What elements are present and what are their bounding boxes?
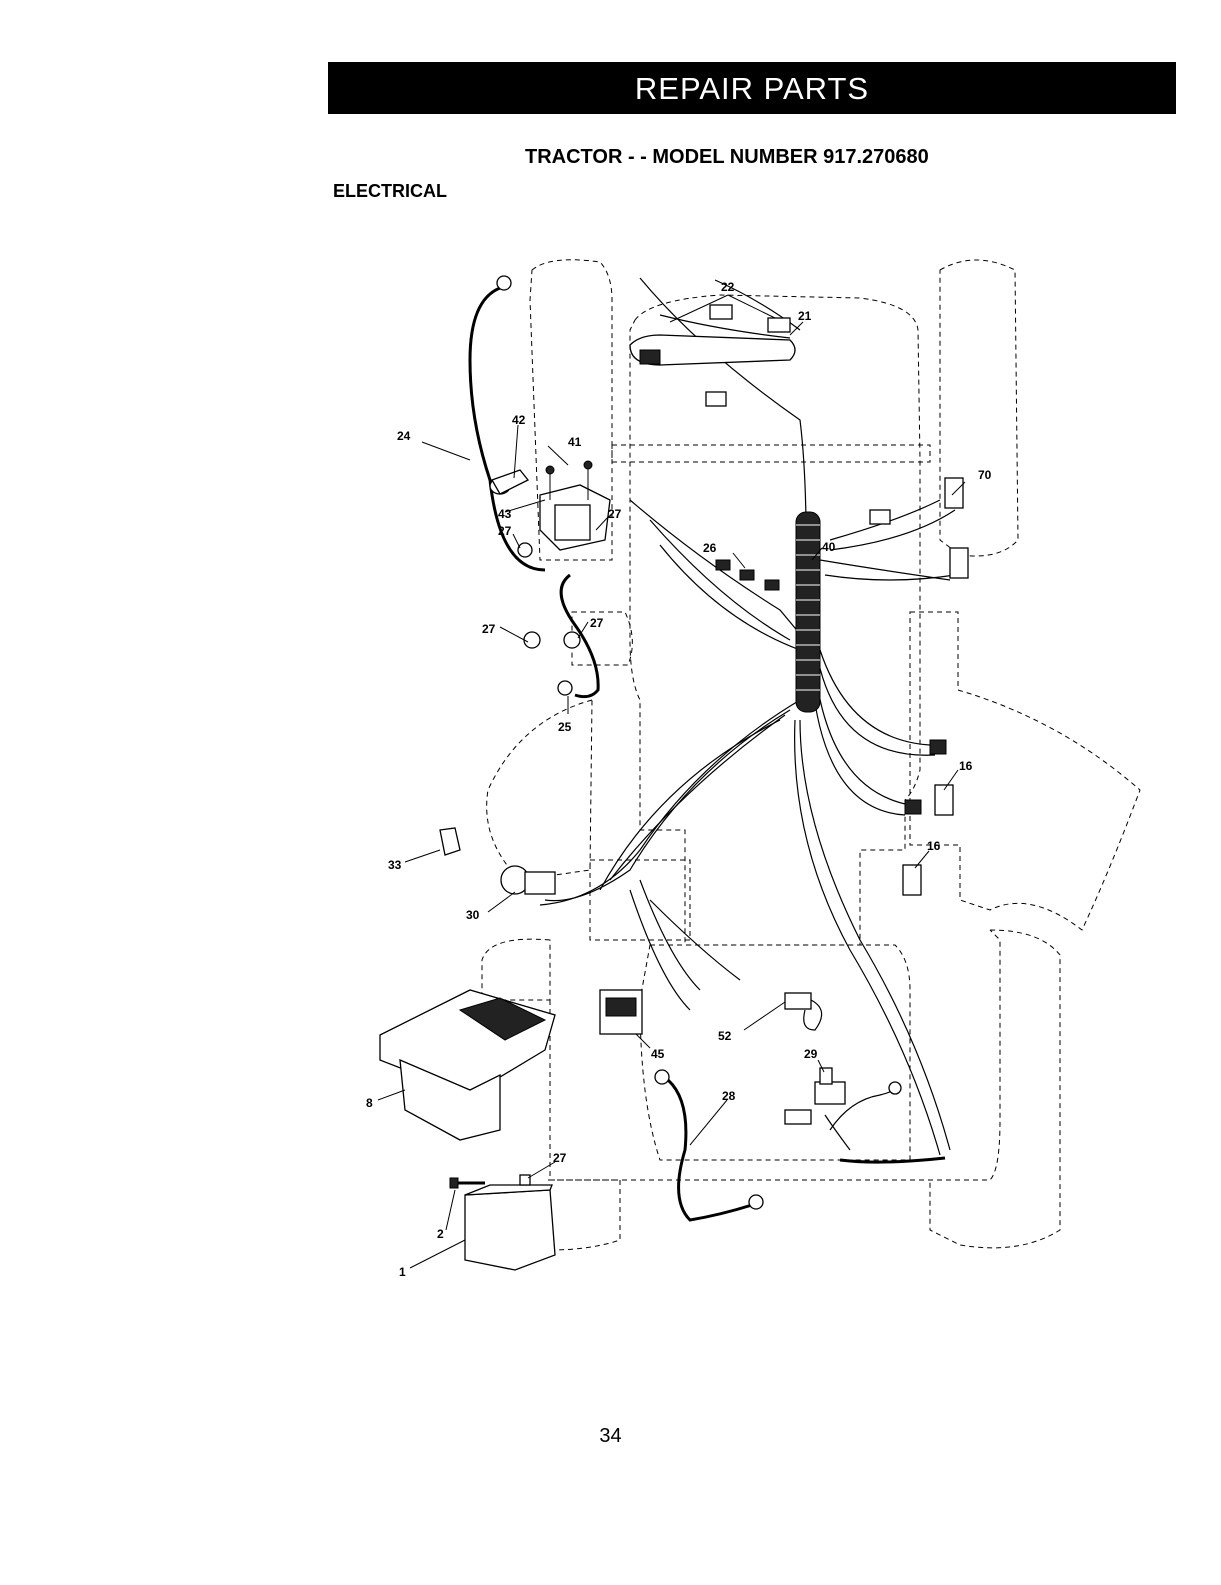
callout-27-b: 27 — [608, 507, 622, 521]
callout-2: 2 — [437, 1227, 444, 1241]
callout-1: 1 — [399, 1265, 406, 1279]
callout-28: 28 — [722, 1089, 736, 1103]
callout-27-c: 27 — [482, 622, 496, 636]
callout-25: 25 — [558, 720, 572, 734]
callout-29: 29 — [804, 1047, 818, 1061]
callout-41: 41 — [568, 435, 582, 449]
callout-45: 45 — [651, 1047, 665, 1061]
callout-24: 24 — [397, 429, 411, 443]
callout-33: 33 — [388, 858, 402, 872]
page-number: 34 — [0, 1425, 1221, 1448]
callout-27-e: 27 — [553, 1151, 567, 1165]
callout-30: 30 — [466, 908, 480, 922]
tractor-outline — [482, 260, 1140, 1250]
callout-16-a: 16 — [959, 759, 973, 773]
callout-27-a: 27 — [498, 524, 512, 538]
callout-70: 70 — [978, 468, 992, 482]
callout-22: 22 — [721, 280, 735, 294]
callout-16-b: 16 — [927, 839, 941, 853]
callout-43: 43 — [498, 507, 512, 521]
callout-27-d: 27 — [590, 616, 604, 630]
callout-8: 8 — [366, 1096, 373, 1110]
callout-42: 42 — [512, 413, 526, 427]
parts — [380, 305, 968, 1270]
callout-26: 26 — [703, 541, 717, 555]
callout-21: 21 — [798, 309, 812, 323]
callout-40: 40 — [822, 540, 836, 554]
callout-52: 52 — [718, 1029, 732, 1043]
